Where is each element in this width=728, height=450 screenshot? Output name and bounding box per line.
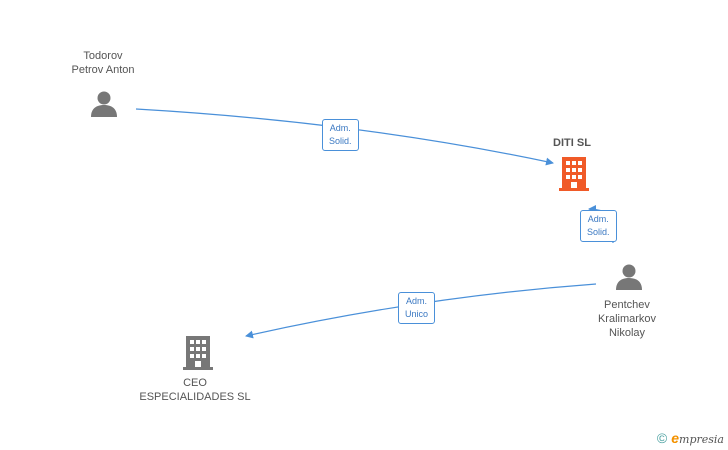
edge-label-line1: Adm. [329,123,351,133]
person-pentchev-name-line2: Kralimarkov [597,313,657,325]
person-pentchev-name-line3: Nikolay [608,327,646,339]
company-ceo-label[interactable]: CEO ESPECIALIDADES SL [139,376,250,404]
company-diti-label[interactable]: DITI SL [553,136,591,150]
edge-label-pentchev-diti[interactable]: Adm. Solid. [580,210,617,242]
edge-label-line1: Adm. [406,296,428,306]
company-diti-name: DITI SL [553,137,591,149]
person-icon[interactable] [614,262,644,292]
edge-label-line1: Adm. [587,214,609,224]
brand-logo-e: e [671,430,680,446]
edge-label-line2: Solid. [587,227,610,237]
edge-label-line2: Unico [405,309,429,319]
person-todorov-name-line1: Todorov [83,50,123,62]
brand-logo-text: mpresia [679,433,724,446]
edge-label-pentchev-ceo[interactable]: Adm. Unico [398,292,436,324]
person-todorov-name-line2: Petrov Anton [71,64,135,76]
edge-label-todorov-diti[interactable]: Adm. Solid. [322,119,359,151]
brand-footer: © empresia [657,430,724,446]
company-ceo-name-line1: CEO [183,377,207,389]
building-icon[interactable] [559,156,589,191]
edge-label-line2: Solid. [329,136,352,146]
person-todorov-label[interactable]: Todorov Petrov Anton [72,49,135,77]
brand-logo: empresia [671,430,724,446]
person-pentchev-name-line1: Pentchev [604,299,650,311]
company-ceo-name-line2: ESPECIALIDADES SL [139,391,251,403]
building-icon[interactable] [183,335,213,370]
copyright-symbol: © [656,430,668,446]
person-icon[interactable] [89,89,119,119]
person-pentchev-label[interactable]: Pentchev Kralimarkov Nikolay [598,298,656,340]
